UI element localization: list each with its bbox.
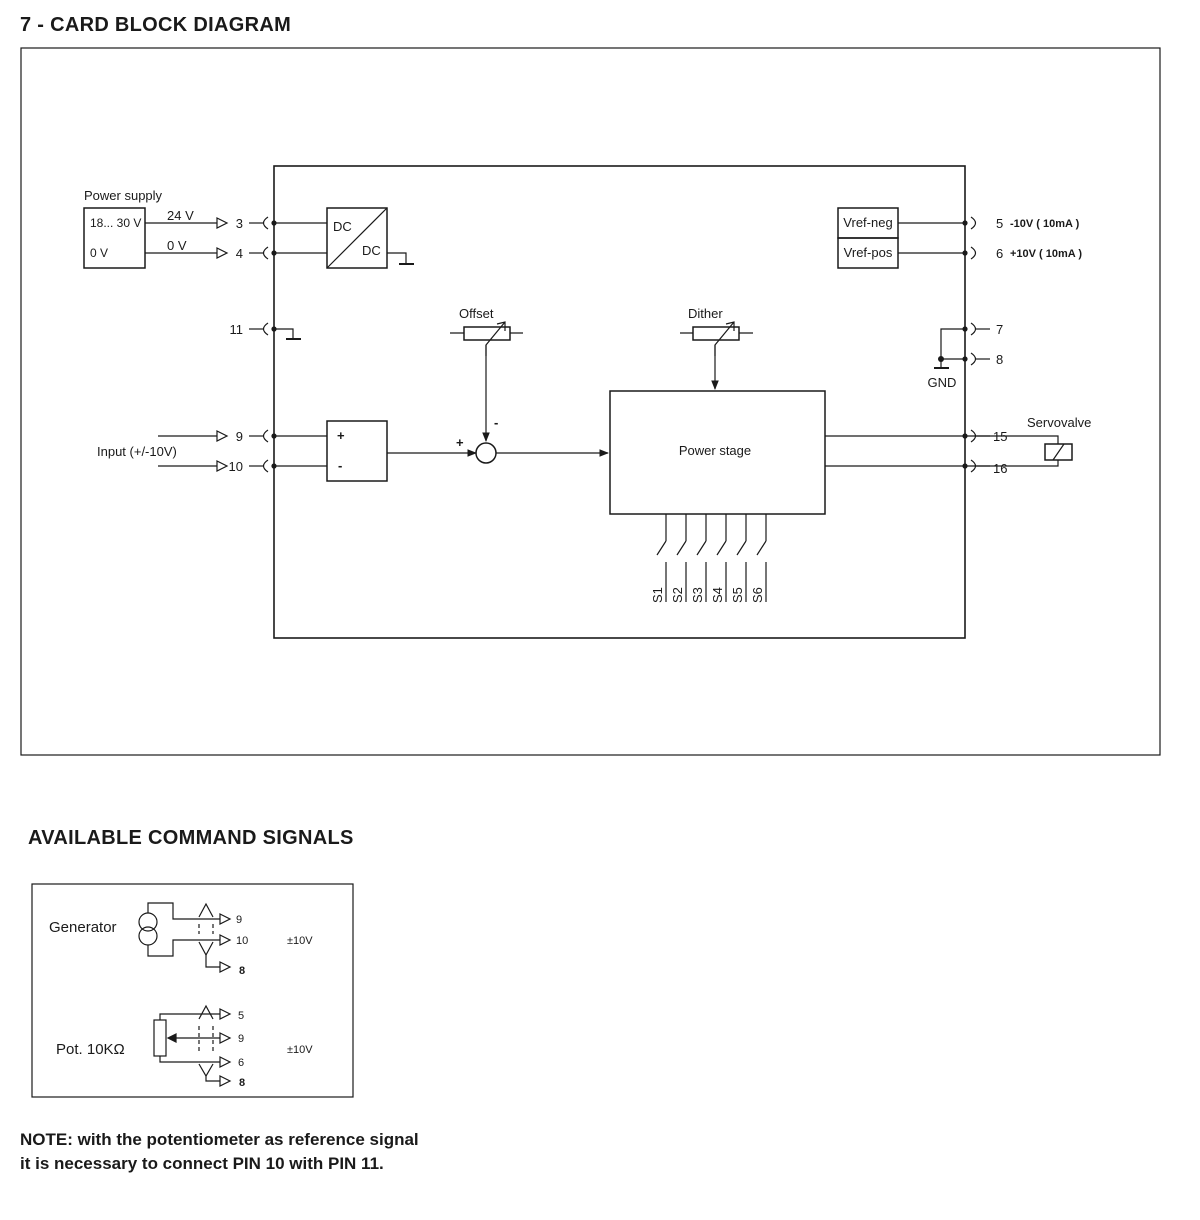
gnd-label: GND	[928, 375, 957, 390]
vref-neg-label: Vref-neg	[843, 215, 892, 230]
summing-junction	[475, 442, 497, 464]
generator-pin-8: 8	[239, 965, 245, 977]
switch-bank	[656, 514, 767, 602]
potentiometer-symbol	[153, 1019, 167, 1057]
pin-7-label: 7	[996, 322, 1003, 337]
command-signals-box	[31, 883, 354, 1098]
section-title: 7 - CARD BLOCK DIAGRAM	[20, 14, 292, 36]
power-supply-zero: 0 V	[90, 246, 108, 260]
summer-minus: -	[494, 415, 498, 430]
pin-3-label: 3	[236, 216, 243, 231]
dc-dc-converter	[326, 207, 388, 269]
vref-neg-value: -10V ( 10mA )	[1010, 218, 1080, 230]
wire-0v-label: 0 V	[167, 238, 187, 253]
switch-s3-label: S3	[690, 587, 705, 603]
generator-pin-10: 10	[236, 935, 248, 947]
diff-amp-minus: -	[338, 458, 342, 473]
card-outline	[273, 165, 966, 639]
switch-s1-label: S1	[650, 587, 665, 603]
switch-s5-label: S5	[730, 587, 745, 603]
power-supply-box	[83, 207, 146, 269]
potentiometer-pin-5: 5	[238, 1010, 244, 1022]
potentiometer-pin-9: 9	[238, 1033, 244, 1045]
dc-bottom-label: DC	[362, 243, 381, 258]
input-label: Input (+/-10V)	[97, 444, 177, 459]
generator-range: ±10V	[287, 935, 313, 947]
servovalve-coil	[1044, 443, 1073, 461]
generator-pin-9: 9	[236, 914, 242, 926]
pin-16-label: 16	[993, 461, 1007, 476]
potentiometer-pin-8: 8	[239, 1077, 245, 1089]
servovalve-label: Servovalve	[1027, 415, 1091, 430]
vref-pos-label: Vref-pos	[844, 245, 893, 260]
switch-s4-label: S4	[710, 587, 725, 603]
power-supply-range: 18... 30 V	[90, 216, 141, 230]
dither-label: Dither	[688, 306, 723, 321]
pin-5-label: 5	[996, 216, 1003, 231]
diff-amp-plus: +	[337, 428, 345, 443]
wire-24v-label: 24 V	[167, 208, 194, 223]
switch-s2-label: S2	[670, 587, 685, 603]
pin-9-label: 9	[236, 429, 243, 444]
potentiometer-pin-6: 6	[238, 1057, 244, 1069]
potentiometer-range: ±10V	[287, 1044, 313, 1056]
pin-15-label: 15	[993, 429, 1007, 444]
switch-s6-label: S6	[750, 587, 765, 603]
offset-potentiometer	[463, 326, 511, 341]
potentiometer-label: Pot. 10KΩ	[56, 1041, 125, 1058]
note-text: NOTE: with the potentiometer as referenc…	[20, 1130, 419, 1173]
dither-potentiometer	[692, 326, 740, 341]
diagram-frame	[20, 47, 1161, 756]
pin-11-label: 11	[230, 322, 244, 337]
power-stage-label: Power stage	[679, 443, 751, 458]
power-supply-label: Power supply	[84, 188, 163, 203]
pin-10-label: 10	[229, 459, 243, 474]
pin-4-label: 4	[236, 246, 243, 261]
generator-label: Generator	[49, 919, 117, 936]
vref-pos-value: +10V ( 10mA )	[1010, 248, 1082, 260]
power-stage-block	[609, 390, 826, 515]
differential-amplifier	[326, 420, 388, 482]
command-signals-title: AVAILABLE COMMAND SIGNALS	[28, 827, 354, 849]
summer-plus: +	[456, 435, 464, 450]
pin-8-label: 8	[996, 352, 1003, 367]
generator-symbol-bottom	[138, 926, 158, 946]
offset-label: Offset	[459, 306, 494, 321]
pin-6-label: 6	[996, 246, 1003, 261]
generator-symbol-top	[138, 912, 158, 932]
dc-top-label: DC	[333, 219, 352, 234]
